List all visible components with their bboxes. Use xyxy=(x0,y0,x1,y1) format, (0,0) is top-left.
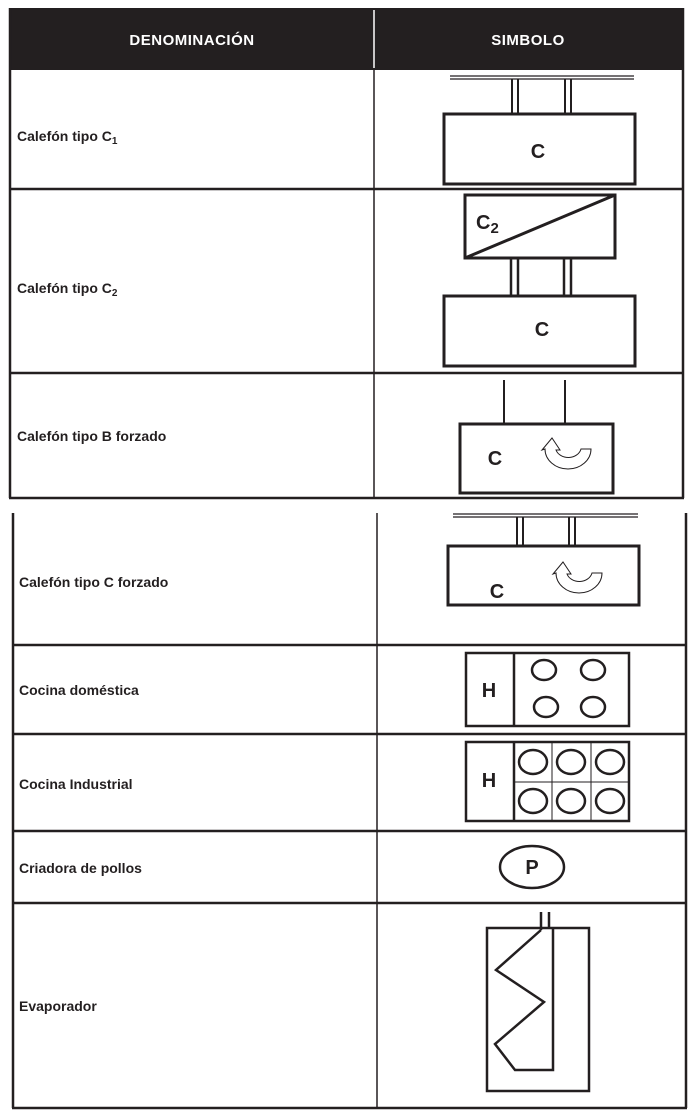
symbol-letter: C xyxy=(490,581,504,603)
row-label: Cocina doméstica xyxy=(19,682,139,698)
table-header xyxy=(10,8,683,70)
calefon-b-forzado-symbol xyxy=(458,380,615,495)
fan-arrow-icon xyxy=(540,437,592,470)
row-label: Calefón tipo C forzado xyxy=(19,574,168,590)
header-denominacion: DENOMINACIÓN xyxy=(129,31,254,49)
symbol-letter: C xyxy=(535,319,549,341)
row-label: Calefón tipo C2 xyxy=(17,280,118,299)
bottom-table-grid xyxy=(11,513,688,1110)
calefon-c-forzado-symbol xyxy=(446,513,641,607)
row-label: Evaporador xyxy=(19,998,97,1014)
row-label: Criadora de pollos xyxy=(19,860,142,876)
cocina-industrial-symbol xyxy=(464,740,631,823)
cocina-domestica-symbol xyxy=(464,651,631,728)
calefon-c1-symbol xyxy=(442,75,637,186)
symbol-letter: H xyxy=(482,680,496,702)
symbol-letter: C2 xyxy=(476,212,499,237)
evaporador-symbol xyxy=(485,912,591,1093)
top-table-grid xyxy=(8,8,685,500)
fan-arrow-icon xyxy=(551,561,603,594)
row-label: Calefón tipo B forzado xyxy=(17,428,166,444)
calefon-c2-symbol xyxy=(442,193,637,368)
symbol-letter: P xyxy=(525,857,538,879)
symbol-letter: C xyxy=(488,448,502,470)
row-label: Calefón tipo C1 xyxy=(17,128,118,147)
symbol-letter: H xyxy=(482,770,496,792)
symbol-letter: C xyxy=(531,141,545,163)
header-simbolo: SIMBOLO xyxy=(491,32,565,49)
row-label: Cocina Industrial xyxy=(19,776,133,792)
criadora-symbol xyxy=(498,844,566,890)
